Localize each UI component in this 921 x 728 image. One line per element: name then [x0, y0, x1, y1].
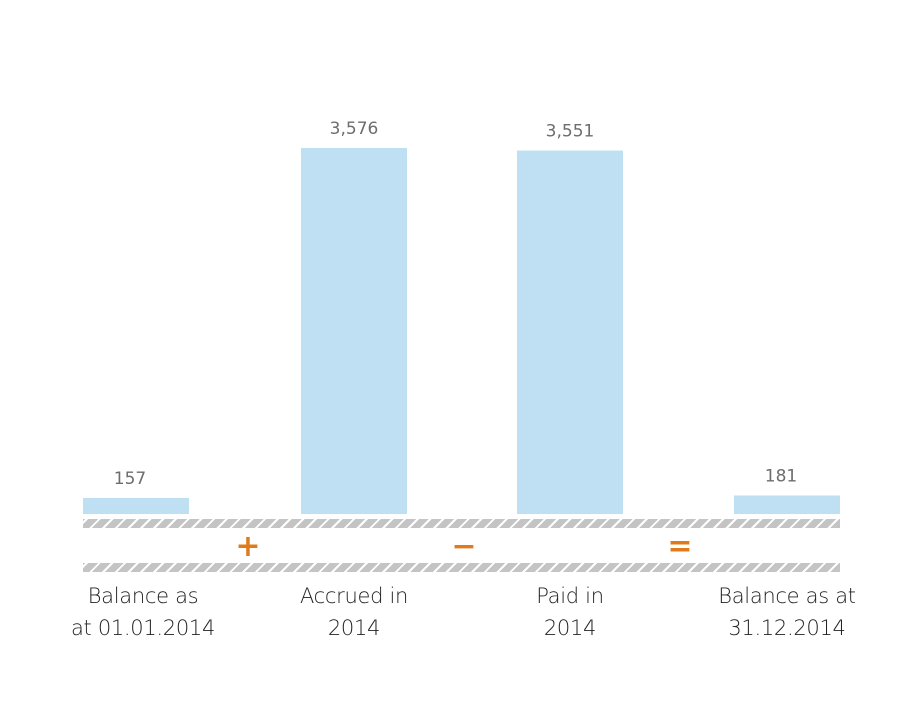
category-label-line: at 01.01.2014	[70, 616, 216, 640]
bar-0	[83, 497, 189, 514]
category-label-line: 31.12.2014	[728, 616, 846, 640]
value-label-3: 181	[765, 466, 797, 486]
category-label-line: 2014	[327, 616, 381, 640]
bottom-hatched-strip	[83, 563, 840, 572]
bar-1	[301, 148, 407, 514]
category-label-line: Balance as	[87, 584, 199, 608]
category-label-line: Accrued in	[299, 584, 409, 608]
category-label-3: Balance as at 31.12.2014	[687, 580, 887, 644]
category-label-line: Paid in	[536, 584, 604, 608]
bar-3	[734, 495, 840, 514]
bar-2	[517, 150, 623, 515]
value-label-1: 3,576	[330, 119, 379, 139]
value-label-0: 157	[114, 469, 146, 489]
category-label-1: Accrued in 2014	[254, 580, 454, 644]
equals-operator: =	[667, 529, 693, 564]
category-label-line: 2014	[543, 616, 597, 640]
minus-operator: −	[451, 529, 477, 564]
value-label-2: 3,551	[546, 122, 595, 142]
category-label-2: Paid in 2014	[470, 580, 670, 644]
plus-operator: +	[235, 529, 261, 564]
category-label-line: Balance as at	[718, 584, 856, 608]
category-label-0: Balance as at 01.01.2014	[43, 580, 243, 644]
top-hatched-strip	[83, 519, 840, 528]
